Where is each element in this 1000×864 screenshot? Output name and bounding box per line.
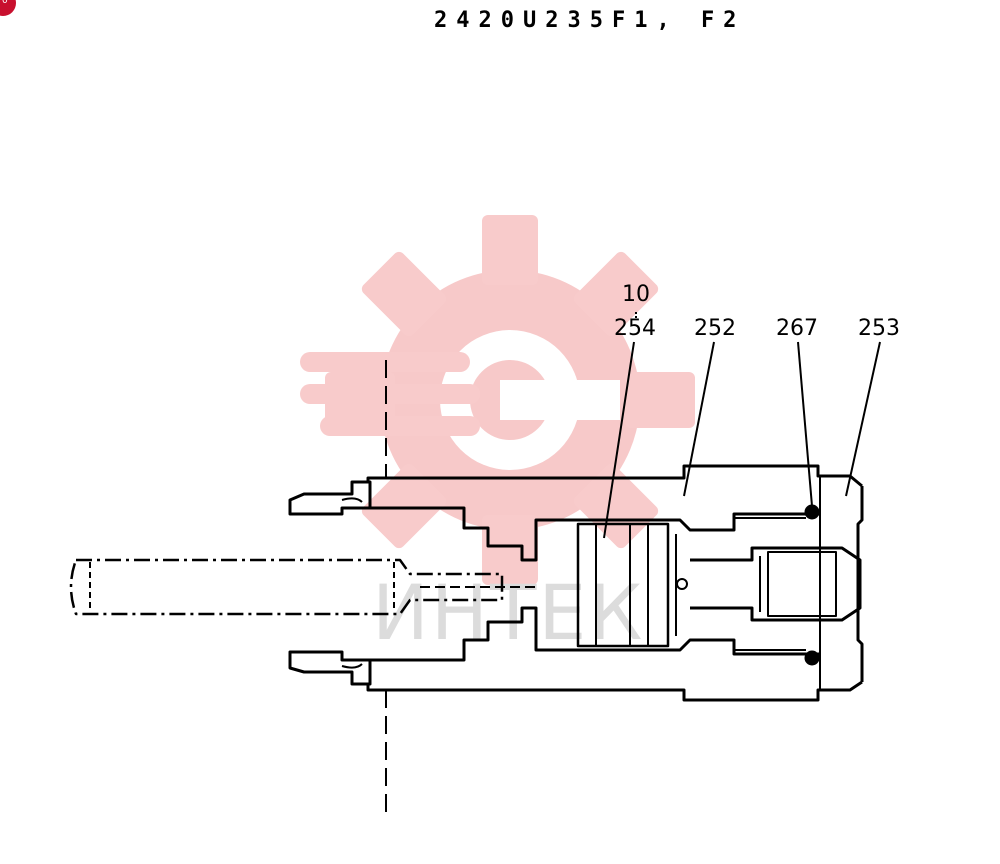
watermark-text: ИНТЕК [372, 568, 645, 657]
leader-253 [845, 341, 881, 497]
callout-253: 253 [858, 316, 900, 341]
leader-267 [797, 341, 813, 507]
lower-lip [288, 650, 372, 686]
callout-10: 10 [622, 282, 650, 307]
seal-upper [804, 504, 820, 520]
phantom-rod [69, 558, 504, 616]
bore-lower [370, 606, 820, 662]
corner-badge-text: 0 [2, 0, 8, 6]
rod-head [690, 546, 862, 622]
piston [576, 522, 670, 648]
leader-252 [683, 341, 715, 497]
end-cap [856, 486, 864, 682]
upper-lip [288, 480, 372, 516]
corner-badge: 0 [0, 0, 16, 16]
body-outline-bottom [366, 680, 863, 702]
callout-267: 267 [776, 316, 818, 341]
body-outline-top [366, 464, 863, 488]
part-code-title: 2420U235F1, F2 [434, 8, 746, 33]
bore-upper [370, 506, 820, 562]
seal-lower [804, 650, 820, 666]
callout-252: 252 [694, 316, 736, 341]
leader-254 [603, 341, 635, 539]
callout-254: 254 [614, 316, 656, 341]
